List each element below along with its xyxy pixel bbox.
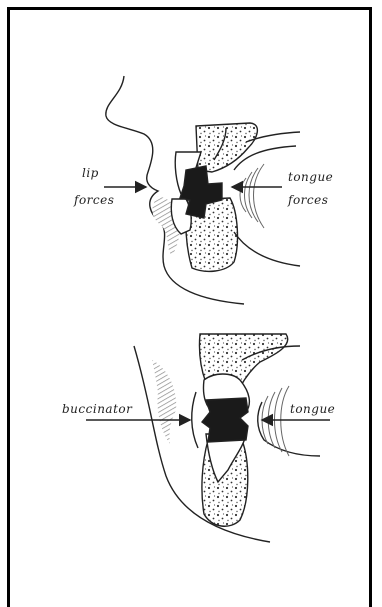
lip-forces-label: forces bbox=[74, 193, 114, 207]
buccinator-muscle bbox=[152, 360, 176, 444]
tongue-label: tongue bbox=[288, 170, 333, 184]
tongue-forces-label: forces bbox=[288, 193, 328, 207]
buccinator-label: buccinator bbox=[62, 402, 132, 416]
tongue-label-bottom: tongue bbox=[290, 402, 335, 416]
bottom-figure bbox=[134, 334, 320, 542]
top-figure bbox=[106, 76, 300, 304]
cheek-contour bbox=[134, 346, 270, 542]
upper-jaw-bone bbox=[196, 123, 257, 172]
dental-forces-illustration bbox=[0, 0, 382, 590]
lip-label: lip bbox=[82, 166, 99, 180]
occlusal-core bbox=[202, 398, 248, 442]
